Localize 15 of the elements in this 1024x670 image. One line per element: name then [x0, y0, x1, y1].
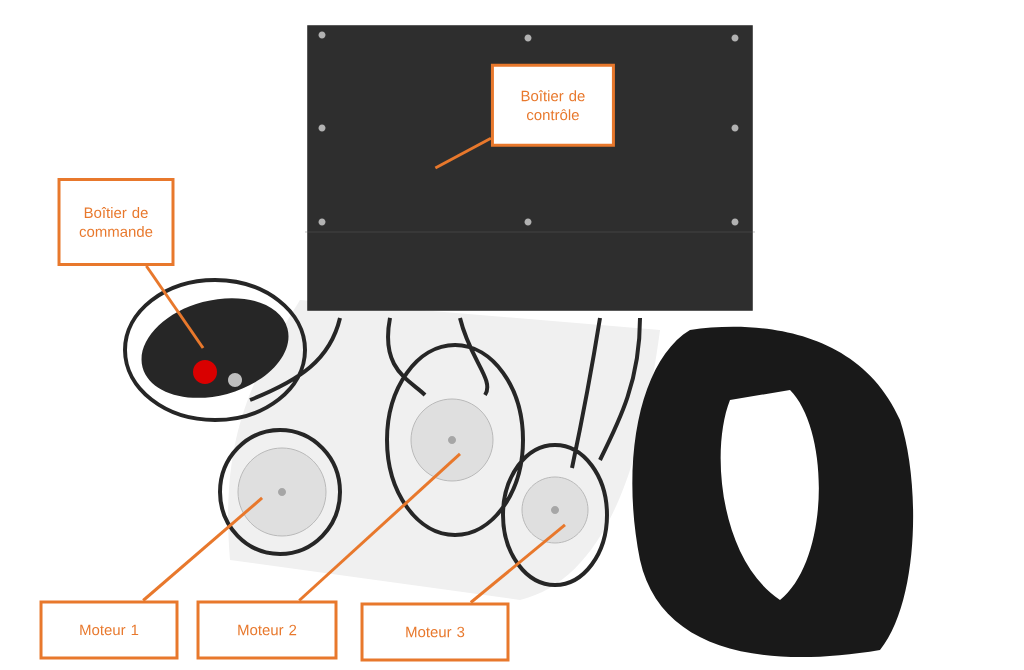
callout-box: Boîtier de contrôle [490, 63, 615, 147]
leader-line [145, 265, 205, 349]
leader-line [434, 137, 492, 170]
leader-line [298, 452, 461, 602]
motor-drawing [521, 476, 589, 544]
motor-drawing [237, 447, 327, 537]
command-box-drawing [141, 298, 289, 398]
motor-drawing [410, 398, 494, 482]
control-box-drawing [304, 25, 756, 311]
callout-box: Moteur 2 [196, 600, 338, 660]
callout-box: Moteur 1 [39, 600, 179, 660]
callout-box: Moteur 3 [360, 602, 510, 662]
leader-line [469, 523, 566, 604]
callout-box: Boîtier de commande [57, 178, 175, 266]
leader-line [142, 496, 264, 602]
